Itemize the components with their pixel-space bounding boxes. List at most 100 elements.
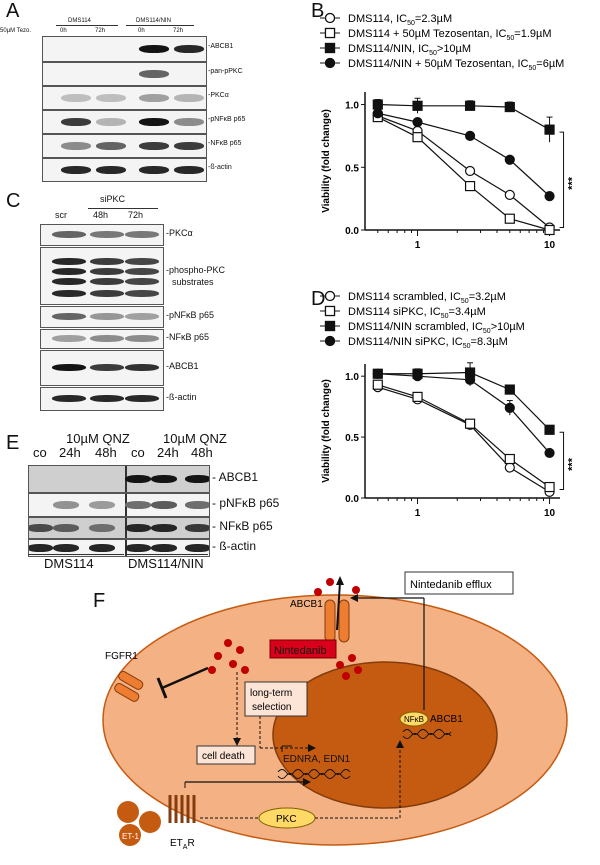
blot-band	[151, 475, 177, 483]
blot-band	[139, 142, 169, 150]
x-tick-label: 10	[544, 508, 556, 519]
dna-helix-2	[402, 729, 452, 735]
nucleus	[272, 661, 498, 809]
x-tick-label: 1	[415, 240, 421, 250]
inhibition-line	[161, 666, 209, 690]
blot-band	[96, 118, 126, 126]
blot-band	[61, 94, 91, 102]
blot-band	[125, 231, 159, 238]
legend-text: DMS114 scrambled, IC50=3.2µM	[348, 291, 506, 305]
fgfr1-receptor-1	[118, 671, 144, 690]
data-point	[372, 379, 383, 390]
data-point	[544, 191, 555, 202]
blot-band	[90, 395, 124, 402]
row-label: -NFκB p65	[166, 332, 210, 342]
data-point	[544, 447, 555, 459]
panel-letter-d: D	[311, 288, 326, 310]
etar-label: ETAR	[170, 838, 195, 851]
y-tick-label: 0.0	[345, 226, 359, 237]
legend-marker	[324, 57, 336, 69]
lane-label: co	[33, 445, 47, 460]
blot-band	[185, 544, 209, 552]
legend-text: DMS114 siPKC, IC50=3.4µM	[348, 306, 486, 320]
timepoint-label: 72h	[173, 28, 184, 34]
blot-band	[52, 335, 86, 342]
data-point	[412, 117, 423, 128]
significance-bracket	[559, 131, 565, 228]
blot-strip	[28, 539, 210, 557]
blot-band	[125, 258, 159, 265]
series-line	[377, 384, 550, 488]
data-point	[464, 374, 476, 385]
row-label: -NFκB p65	[208, 140, 242, 147]
data-point	[412, 391, 423, 402]
blot-strip	[42, 62, 207, 86]
x-tick-label: 10	[544, 240, 556, 250]
blot-band	[174, 166, 204, 174]
dna-helix-1	[277, 769, 351, 775]
blot-band	[90, 364, 124, 371]
blot-band	[125, 313, 159, 320]
y-tick-label: 1.0	[345, 101, 359, 112]
blot-band	[151, 544, 177, 552]
blot-band	[151, 501, 177, 509]
data-point	[544, 224, 555, 236]
blot-band	[53, 501, 79, 509]
blot-band	[151, 524, 177, 532]
data-point	[504, 101, 515, 113]
efflux-arrow	[336, 581, 341, 631]
data-point	[412, 100, 423, 111]
blot-band	[52, 395, 86, 402]
lane-label: 24h	[157, 445, 179, 460]
blot-band	[125, 268, 159, 275]
blot-band	[125, 335, 159, 342]
row-label: -ß-actin	[166, 392, 197, 402]
data-point	[412, 132, 423, 143]
nintedanib-label: Nintedanib	[274, 645, 327, 657]
qnz-label: 10µM QNZ	[66, 431, 130, 446]
y-axis-label: Viability (fold change)	[321, 109, 332, 213]
data-point	[504, 462, 515, 473]
timepoint-label: 0h	[60, 28, 67, 34]
legend-marker	[324, 335, 336, 347]
fgfr1-label: FGFR1	[105, 651, 138, 662]
lane-label: 72h	[128, 210, 144, 220]
blot-band	[139, 45, 169, 53]
divider	[126, 25, 194, 26]
row-label: -ABCB1	[208, 43, 234, 50]
data-point	[412, 371, 423, 382]
blot-band	[174, 142, 204, 150]
efflux-box	[404, 571, 514, 595]
blot-band	[52, 258, 86, 265]
selection-label-1: long-term	[250, 688, 292, 699]
divider	[28, 554, 124, 555]
series-line	[377, 386, 550, 493]
blot-band	[52, 313, 86, 320]
blot-band	[96, 142, 126, 150]
data-point	[504, 384, 515, 395]
abcb1-pump-left	[324, 599, 336, 643]
sipkc-label: siPKC	[100, 194, 126, 204]
blot-band	[96, 94, 126, 102]
data-point	[544, 124, 555, 135]
abcb1-pump-right	[338, 599, 350, 643]
data-point	[372, 108, 383, 119]
y-axis-label: Viability (fold change)	[321, 379, 332, 483]
lane-label: 48h	[95, 445, 117, 460]
blot-band	[61, 166, 91, 174]
row-label: - NFκB p65	[212, 519, 273, 533]
nintedanib-box	[269, 639, 337, 659]
blot-strip	[40, 224, 164, 246]
blot-strip	[40, 247, 164, 305]
blot-band	[125, 475, 151, 483]
data-point	[544, 424, 555, 435]
et1-label: ET-1	[122, 832, 139, 841]
panel-f-schematic: Nintedanib efflux ABCB1 Nintedanib FGFR1…	[102, 571, 568, 851]
data-point	[464, 165, 476, 177]
legend-text: DMS114 + 50µM Tezosentan, IC50=1.9µM	[348, 28, 552, 42]
blot-band	[90, 335, 124, 342]
blot-band	[174, 94, 204, 102]
et1-ligand	[119, 824, 141, 846]
